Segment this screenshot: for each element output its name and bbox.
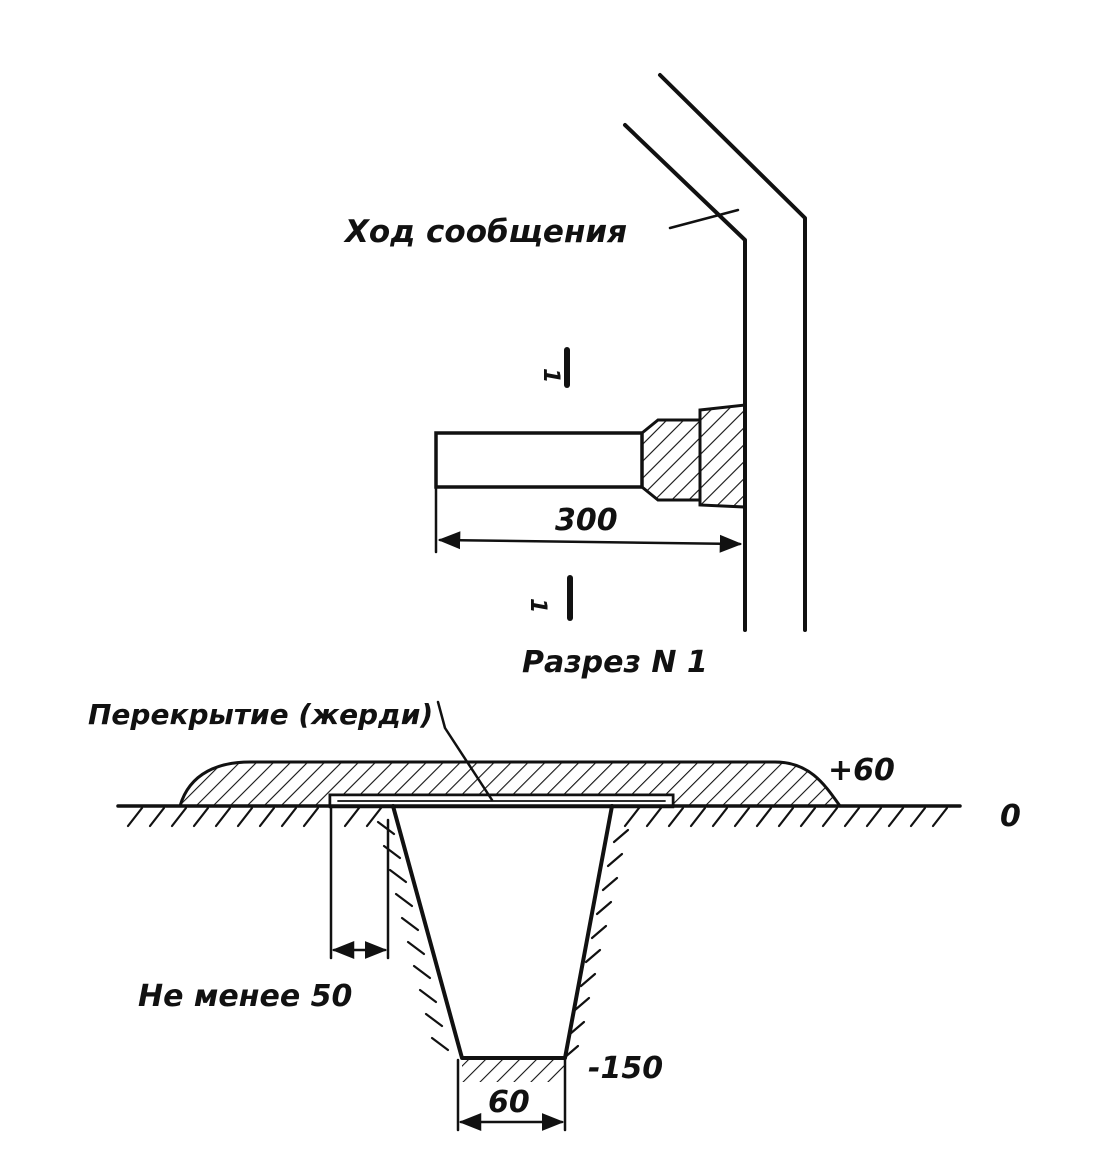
slit-trench-profile [391,804,614,1060]
wall-hatch-left [376,820,450,1052]
dimension-line-300 [437,531,743,553]
plan-view: Ход сообщения 1 1 300 Разрез N 1 [343,73,807,680]
dimension-300-label: 300 [555,503,618,538]
section-title: Разрез N 1 [522,645,708,680]
trench-wall-inner [623,123,747,632]
roof-callout-leader [436,700,494,802]
section-marker-bottom-label: 1 [525,598,550,613]
bottom-depth-label: -150 [588,1051,663,1086]
bottom-width-label: 60 [488,1085,530,1120]
trench-bottom-hatch [462,1060,565,1082]
section-marker-top-label: 1 [538,368,563,383]
trench-wall-outer [658,73,807,632]
trench-leader-line [668,208,740,230]
slit-connection-outer [640,418,702,502]
ground-hatch-right [623,806,949,828]
section-view: Перекрытие (жерди) [88,698,1021,1132]
roof-callout-label: Перекрытие (жерди) [88,698,433,731]
trench-label: Ход сообщения [343,214,627,250]
min-distance-label: Не менее 50 [138,979,352,1014]
slit-connection-inner [698,403,747,509]
ground-level-label: 0 [1000,799,1021,834]
wall-hatch-right [562,828,630,1060]
slit-body [434,431,644,489]
ground-hatch-left [126,806,383,828]
mound-height-label: +60 [828,753,895,788]
